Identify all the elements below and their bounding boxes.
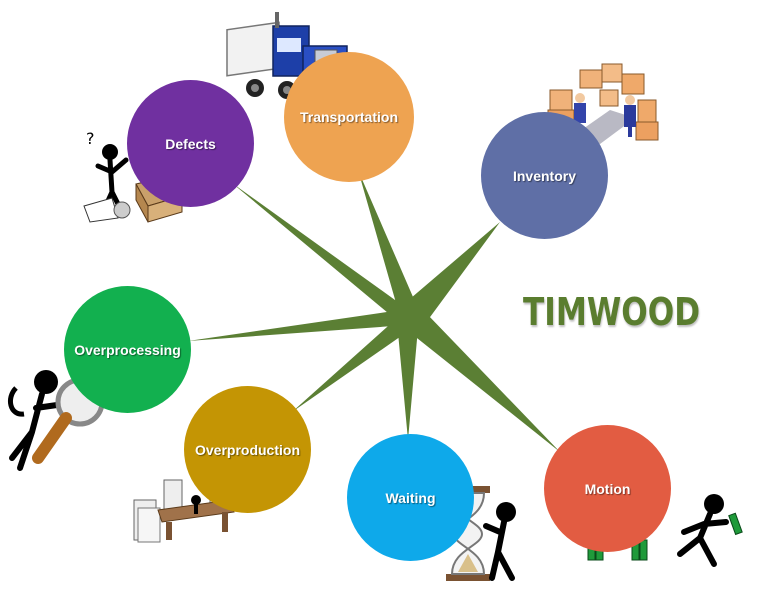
node-label-transportation: Transportation: [299, 109, 398, 125]
node-label-defects: Defects: [165, 135, 216, 152]
node-overproduction: Overproduction: [184, 386, 311, 513]
node-label-motion: Motion: [584, 480, 631, 497]
node-transportation: Transportation: [284, 52, 414, 182]
node-label-overproduction: Overproduction: [194, 441, 300, 458]
node-defects: Defects: [127, 80, 254, 207]
node-label-waiting: Waiting: [385, 489, 436, 506]
node-label-overprocessing: Overprocessing: [74, 341, 181, 358]
diagram-title: TIMWOOD: [523, 290, 701, 334]
boxes-workers-icon: [547, 63, 659, 144]
node-waiting: Waiting: [347, 434, 474, 561]
magnifier-figure-icon: [7, 370, 105, 471]
node-motion: Motion: [544, 425, 671, 552]
node-inventory: Inventory: [481, 112, 608, 239]
node-overprocessing: Overprocessing: [64, 286, 191, 413]
node-label-inventory: Inventory: [512, 167, 576, 184]
svg-text:?: ?: [86, 129, 95, 148]
